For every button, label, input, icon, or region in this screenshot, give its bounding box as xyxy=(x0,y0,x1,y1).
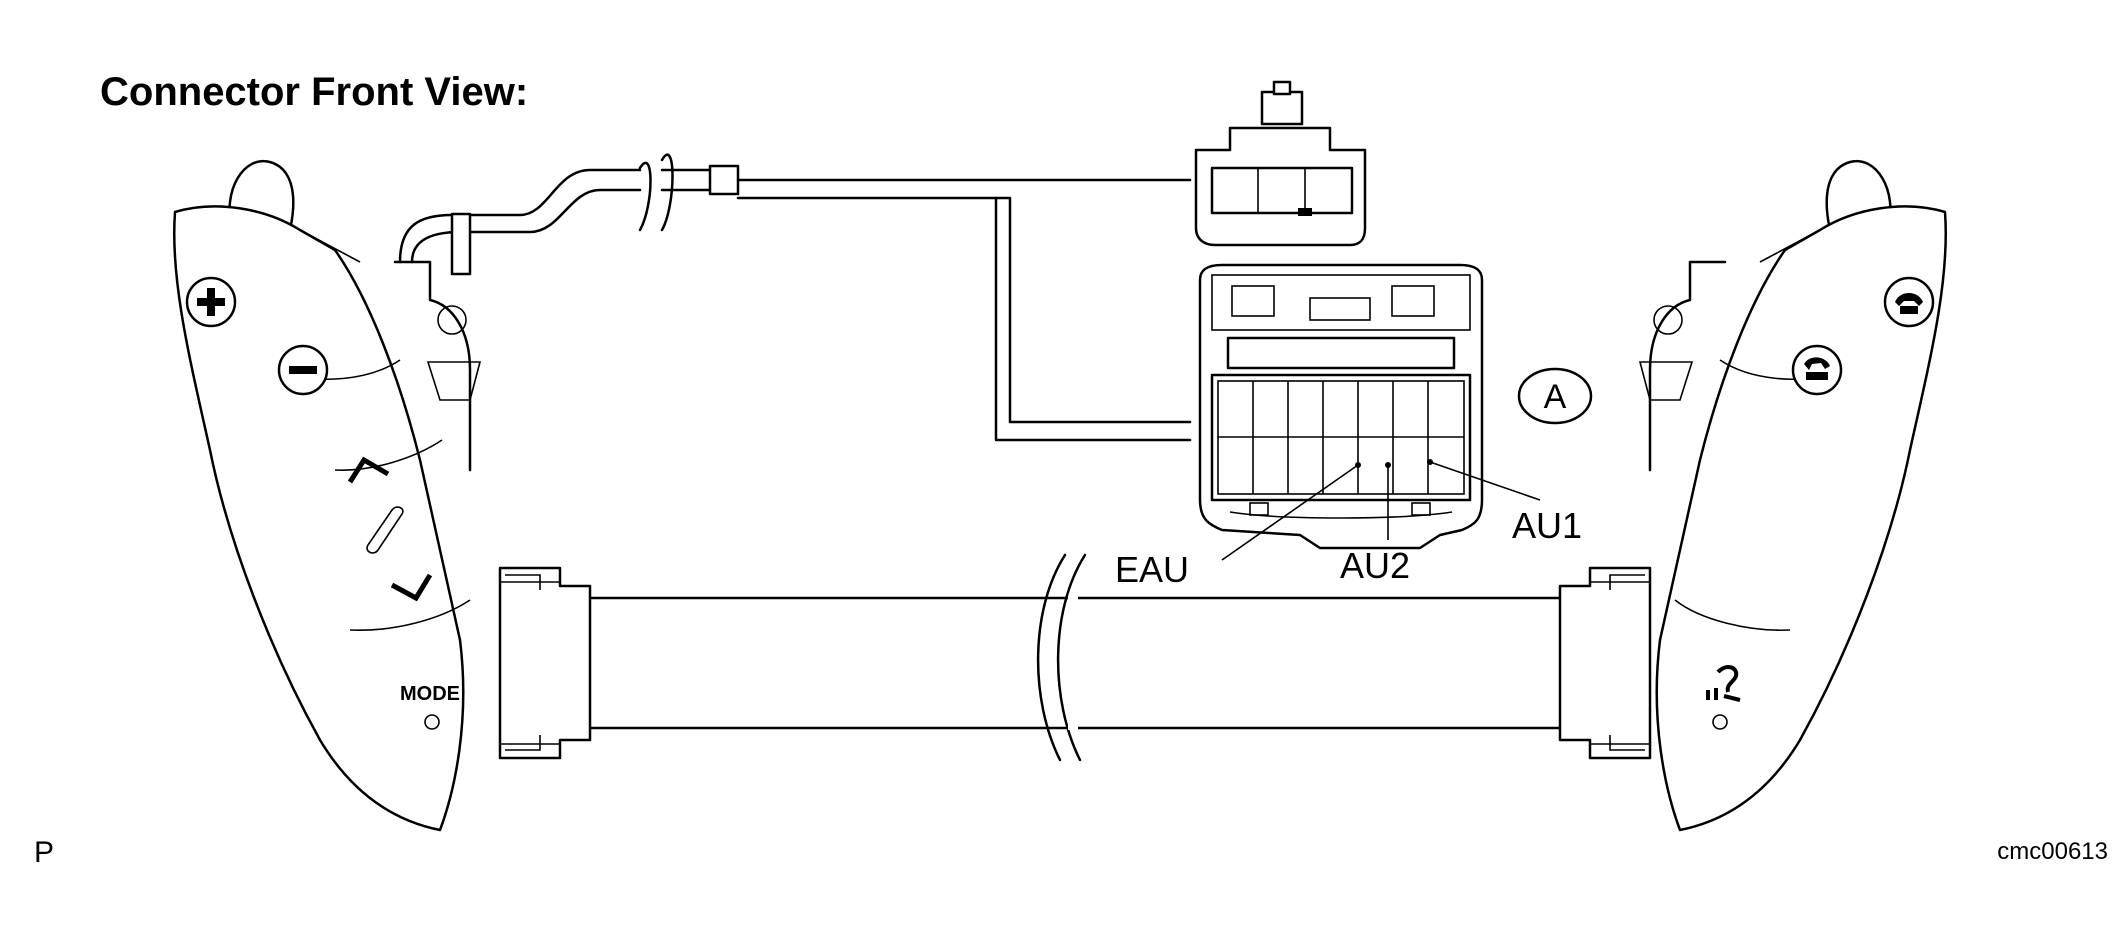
phone-off-hook-icon xyxy=(1804,357,1830,380)
seek-up-icon[interactable] xyxy=(347,456,390,484)
seek-slot-icon xyxy=(366,506,404,554)
spiral-cable-bar xyxy=(498,553,1652,762)
small-connector xyxy=(1194,80,1367,247)
right-switch-pad xyxy=(1638,159,1948,832)
connector-a xyxy=(1198,263,1484,550)
seek-down-icon[interactable] xyxy=(390,573,433,602)
mode-button[interactable]: MODE xyxy=(400,683,460,730)
phone-off-hook-button[interactable] xyxy=(1791,344,1843,396)
volume-down-button[interactable] xyxy=(277,344,329,396)
terminal-au1-label: AU1 xyxy=(1512,505,1582,546)
pin-grid xyxy=(1217,380,1465,495)
voice-command-icon xyxy=(1706,665,1741,702)
connector-label-a: A xyxy=(1517,367,1593,425)
phone-on-hook-icon xyxy=(1895,293,1923,314)
volume-up-button[interactable] xyxy=(185,276,237,328)
image-id: cmc00613 xyxy=(1997,838,2108,865)
phone-on-hook-button[interactable] xyxy=(1883,276,1935,328)
terminal-eau-label: EAU xyxy=(1115,549,1189,590)
mode-label: MODE xyxy=(400,683,460,705)
corner-code: P xyxy=(34,836,55,869)
voice-command-button[interactable] xyxy=(1706,665,1741,730)
terminal-au2-label: AU2 xyxy=(1340,545,1410,586)
diagram-title: Connector Front View: xyxy=(100,70,529,114)
wire-harness xyxy=(398,153,1192,442)
left-switch-pad: MODE xyxy=(172,159,482,832)
terminal-callouts: EAU AU2 AU1 xyxy=(1115,459,1582,590)
connector-id-text: A xyxy=(1544,378,1567,416)
